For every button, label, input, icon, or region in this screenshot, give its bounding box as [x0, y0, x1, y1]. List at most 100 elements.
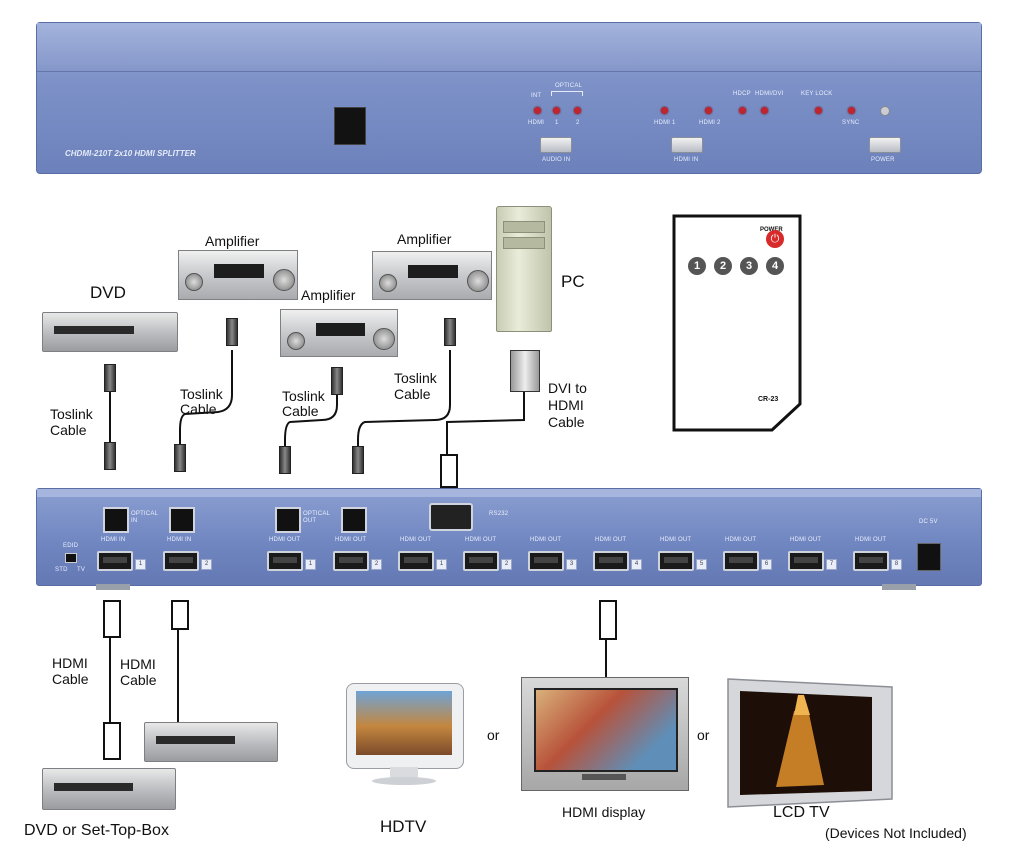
hdmi-cable-label-2a: HDMI — [120, 656, 156, 672]
led-optical-1 — [553, 107, 560, 114]
toslink-label-3a: Toslink — [282, 388, 325, 404]
led-label-sync: SYNC — [842, 120, 860, 126]
toslink-label-1a: Toslink — [50, 406, 93, 422]
optical-in-label: OPTICAL IN — [131, 511, 158, 524]
led-hdmi2 — [705, 107, 712, 114]
toslink-plug-amp1-top — [226, 318, 238, 346]
port-number-in-2: 2 — [201, 559, 212, 570]
amplifier-label-3: Amplifier — [397, 231, 452, 247]
hdmi-out-port-1 — [267, 551, 303, 571]
hdtv-label: HDTV — [380, 817, 427, 836]
hdmi-out-port-7 — [658, 551, 694, 571]
led-label-hdcp: HDCP — [733, 91, 751, 97]
hdmi-out-label-9: HDMI OUT — [790, 537, 822, 543]
amplifier-label-1: Amplifier — [205, 233, 260, 249]
pc-tower — [496, 206, 552, 332]
hdmi-out-port-3 — [398, 551, 434, 571]
optical-out-port-2 — [341, 507, 367, 533]
audio-in-label: AUDIO IN — [542, 157, 571, 163]
hdmi-out-port-4 — [463, 551, 499, 571]
hdmi-in-label: HDMI IN — [674, 157, 699, 163]
source-label: DVD or Set-Top-Box — [24, 822, 169, 839]
led-label-hdmi2: HDMI 2 — [699, 120, 721, 126]
edid-label: EDID — [63, 543, 79, 549]
tv-label: TV — [77, 567, 86, 573]
power-button[interactable] — [869, 137, 901, 153]
hdmi-out-label-4: HDMI OUT — [465, 537, 497, 543]
toslink-label-3b: Cable — [282, 403, 319, 419]
port-number-out-6: 4 — [631, 559, 642, 570]
remote-control: POWER ⏻ 1 2 3 4 CR-23 — [672, 214, 802, 432]
led-power — [880, 106, 890, 116]
hdmi-plug-out-top — [599, 600, 617, 640]
hdmi-out-port-6 — [593, 551, 629, 571]
remote-key-1[interactable]: 1 — [688, 257, 706, 275]
toslink-plug-amp1-bottom — [174, 444, 186, 472]
hdmi-out-label-7: HDMI OUT — [660, 537, 692, 543]
lcd-tv — [724, 675, 896, 809]
hdmi-plug-in2-top — [171, 600, 189, 630]
optical-out-port-1 — [275, 507, 301, 533]
port-number-out-7: 5 — [696, 559, 707, 570]
toslink-plug-amp2-bottom — [279, 446, 291, 474]
hdmi-display — [521, 677, 689, 791]
port-number-out-1: 1 — [305, 559, 316, 570]
remote-key-4[interactable]: 4 — [766, 257, 784, 275]
led-label-hdmi1: HDMI 1 — [654, 120, 676, 126]
hdmi-out-label-10: HDMI OUT — [855, 537, 887, 543]
edid-switch[interactable] — [65, 553, 77, 563]
hdmi-in-label-1: HDMI IN — [101, 537, 126, 543]
led-label-key-lock: KEY LOCK — [801, 91, 833, 97]
port-number-out-4: 2 — [501, 559, 512, 570]
pc-label: PC — [561, 272, 585, 291]
devices-not-included-note: (Devices Not Included) — [825, 825, 967, 841]
amplifier-label-2: Amplifier — [301, 287, 356, 303]
hdtv-screen — [356, 691, 452, 755]
hdmi-cable-label-1b: Cable — [52, 671, 89, 687]
toslink-plug-amp3-bottom — [352, 446, 364, 474]
toslink-label-4b: Cable — [394, 386, 431, 402]
hdmi-in-label-2: HDMI IN — [167, 537, 192, 543]
led-hdcp — [739, 107, 746, 114]
toslink-plug-amp3-top — [444, 318, 456, 346]
or-label-1: or — [487, 727, 500, 743]
hdmi-in-port-1 — [97, 551, 133, 571]
hdmi-cable-label-1a: HDMI — [52, 655, 88, 671]
hdmi-out-label-3: HDMI OUT — [400, 537, 432, 543]
dc-label: DC 5V — [919, 519, 938, 525]
remote-model: CR-23 — [758, 396, 779, 403]
dvi-label-a: DVI to — [548, 380, 587, 396]
led-label-hdmi-dvi: HDMI/DVI — [755, 91, 784, 97]
hdmi-plug-in1-top — [103, 600, 121, 638]
toslink-label-1b: Cable — [50, 422, 87, 438]
led-key-lock — [815, 107, 822, 114]
lcd-tv-label: LCD TV — [773, 804, 830, 821]
optical-in-port-2 — [169, 507, 195, 533]
hdmi-out-port-5 — [528, 551, 564, 571]
remote-key-2[interactable]: 2 — [714, 257, 732, 275]
dvi-connector — [510, 350, 540, 392]
hdmi-plug-dvi-end — [440, 454, 458, 488]
audio-in-button[interactable] — [540, 137, 572, 153]
port-number-out-8: 6 — [761, 559, 772, 570]
hdmi-display-label: HDMI display — [562, 804, 646, 820]
led-label-optical: OPTICAL — [555, 83, 583, 89]
rs232-port — [429, 503, 473, 531]
port-number-in-1: 1 — [135, 559, 146, 570]
optical-in-port-1 — [103, 507, 129, 533]
front-top-edge — [37, 23, 981, 72]
dvd-player — [42, 312, 178, 352]
port-number-out-2: 2 — [371, 559, 382, 570]
hdmi-plug-in1-bottom — [103, 722, 121, 760]
power-icon[interactable]: ⏻ — [766, 230, 784, 248]
hdmi-out-port-8 — [723, 551, 759, 571]
splitter-rear-panel: OPTICAL IN OPTICAL OUT RS232 EDID STD TV… — [36, 488, 982, 586]
remote-key-3[interactable]: 3 — [740, 257, 758, 275]
optical-bracket — [551, 91, 583, 96]
led-label-2: 2 — [576, 120, 580, 126]
toslink-plug-dvd-bottom — [104, 442, 116, 470]
hdmi-in-button[interactable] — [671, 137, 703, 153]
toslink-label-2b: Cable — [180, 401, 217, 417]
hdtv-monitor — [346, 683, 464, 787]
